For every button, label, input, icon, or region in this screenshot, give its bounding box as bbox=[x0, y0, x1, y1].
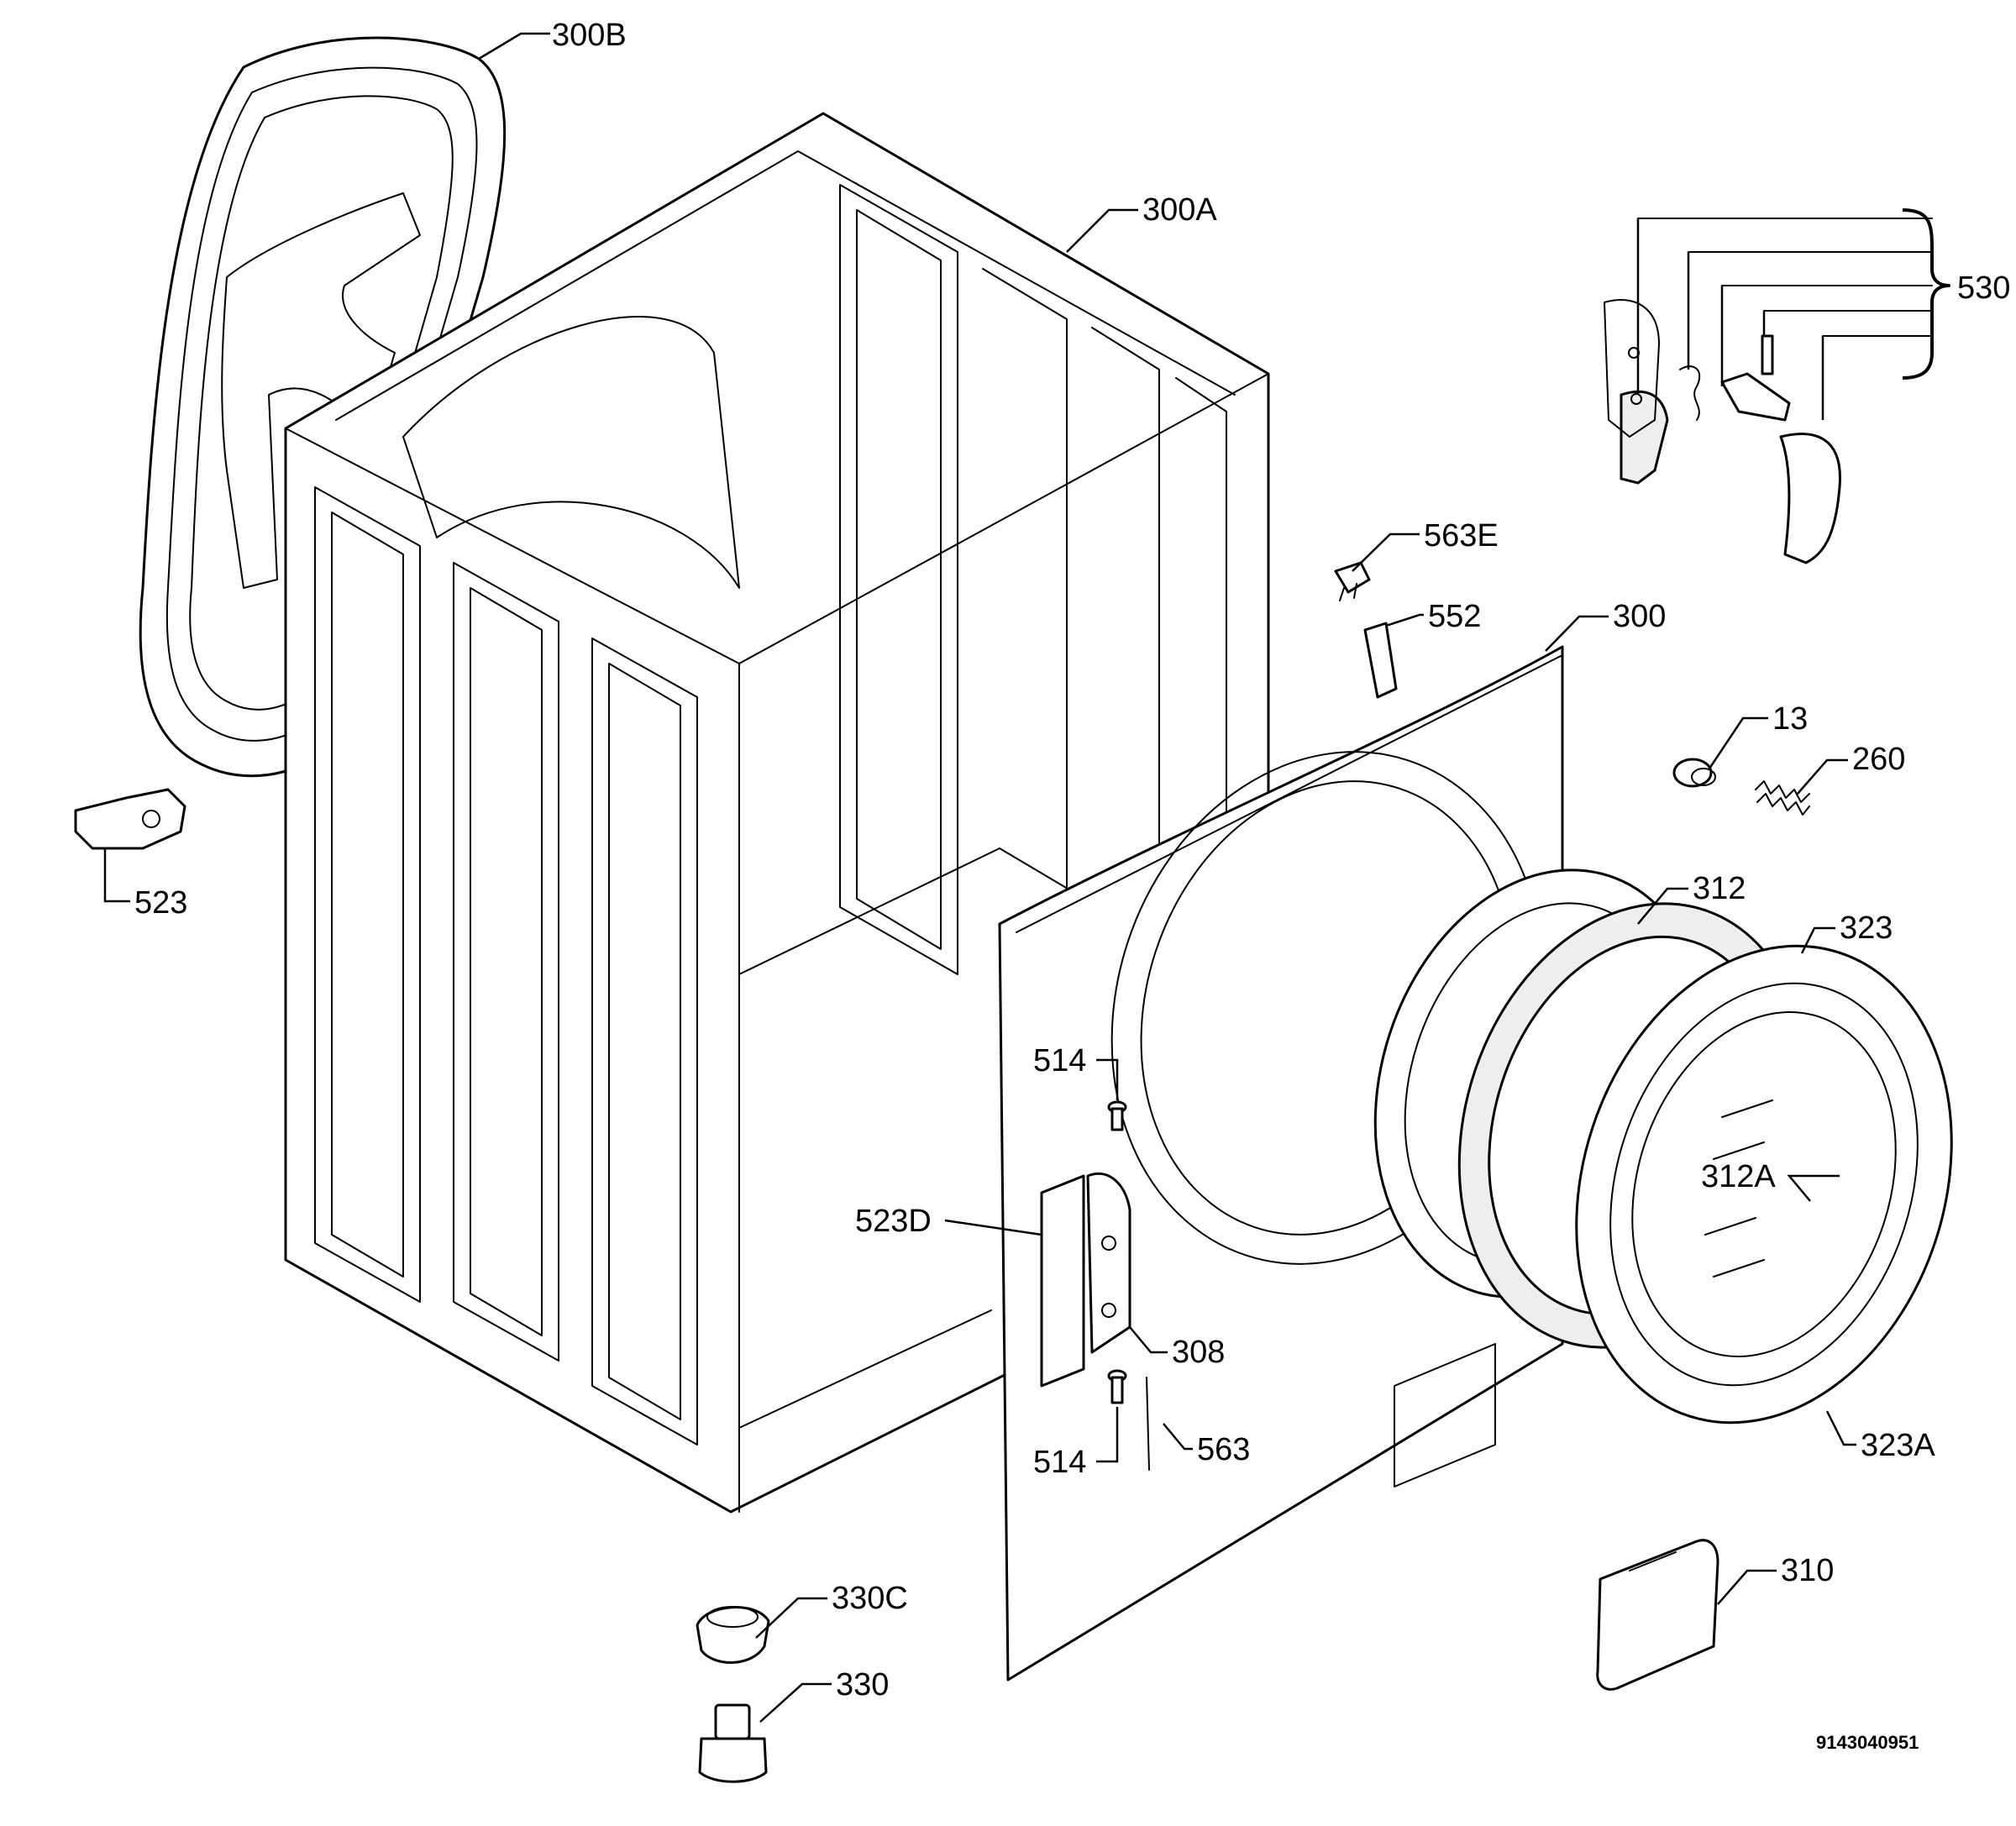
label-308: 308 bbox=[1172, 1335, 1225, 1370]
label-260: 260 bbox=[1852, 742, 1905, 777]
label-514-upper: 514 bbox=[1033, 1043, 1086, 1078]
label-323: 323 bbox=[1840, 910, 1893, 946]
part-labels: 300B 300A 530 563E 552 300 13 260 523 31… bbox=[134, 18, 2010, 1753]
part-spring-260 bbox=[1755, 780, 1810, 816]
part-foot-330 bbox=[698, 1703, 768, 1783]
part-13 bbox=[1672, 758, 1716, 788]
part-563E bbox=[1334, 561, 1371, 601]
document-number: 9143040951 bbox=[1816, 1732, 1919, 1753]
part-holder-523 bbox=[74, 788, 186, 850]
label-523D: 523D bbox=[855, 1204, 932, 1239]
label-563E: 563E bbox=[1424, 518, 1499, 554]
label-514-lower: 514 bbox=[1033, 1445, 1086, 1480]
part-foot-cap-330C bbox=[696, 1606, 770, 1664]
part-screw-514-lower bbox=[1107, 1369, 1127, 1404]
label-323A: 323A bbox=[1861, 1428, 1935, 1463]
label-523: 523 bbox=[134, 885, 187, 921]
part-screw-514-upper bbox=[1107, 1100, 1127, 1131]
part-lock-523D bbox=[1040, 1172, 1131, 1388]
label-13: 13 bbox=[1772, 701, 1808, 737]
part-door-glass-312A bbox=[1631, 1010, 1897, 1358]
leader-lines bbox=[103, 32, 1856, 1723]
label-330C: 330C bbox=[832, 1581, 908, 1616]
part-hinge-set-530 bbox=[1604, 208, 1950, 564]
label-330: 330 bbox=[836, 1667, 889, 1703]
label-310: 310 bbox=[1781, 1553, 1834, 1588]
label-530: 530 bbox=[1957, 270, 2010, 306]
label-563: 563 bbox=[1197, 1432, 1250, 1467]
part-rod-563 bbox=[1146, 1377, 1150, 1471]
label-312: 312 bbox=[1693, 871, 1746, 906]
label-552: 552 bbox=[1428, 599, 1481, 634]
label-312A: 312A bbox=[1701, 1159, 1776, 1194]
part-outer-door-323A bbox=[1575, 944, 1953, 1425]
label-300: 300 bbox=[1613, 599, 1666, 634]
part-filter-cover-310 bbox=[1596, 1539, 1719, 1691]
part-552 bbox=[1363, 622, 1398, 699]
label-300A: 300A bbox=[1142, 192, 1217, 228]
label-300B: 300B bbox=[552, 18, 627, 53]
